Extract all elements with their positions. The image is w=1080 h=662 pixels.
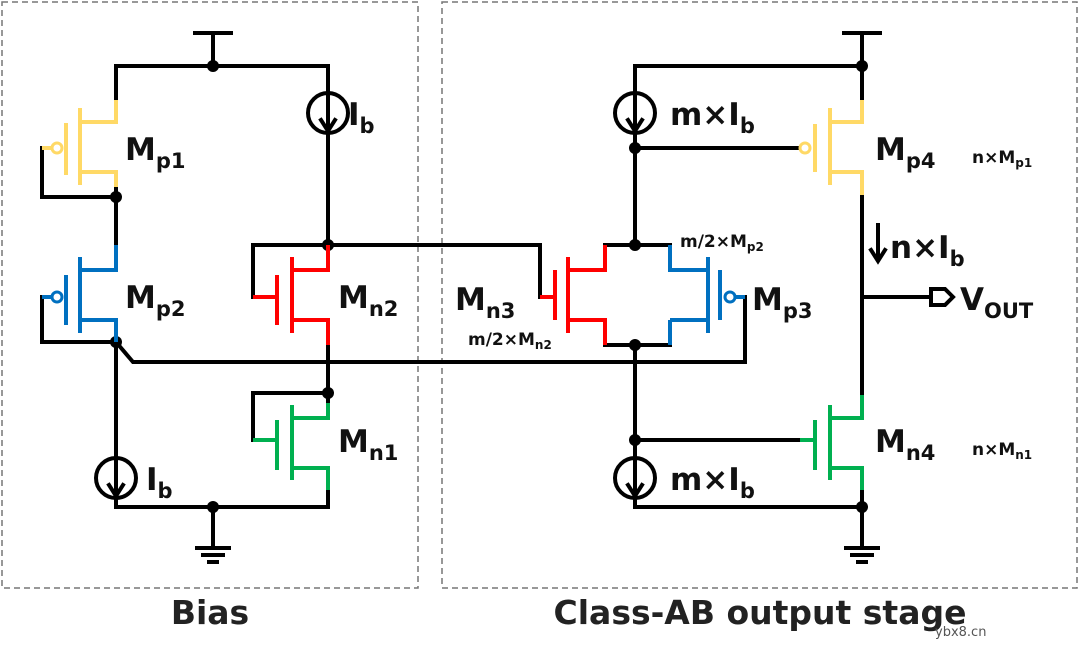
label-mp4-size: n×Mp1 bbox=[972, 148, 1032, 170]
transistor-mn4 bbox=[800, 395, 864, 490]
label-nib: n×Ib bbox=[890, 230, 965, 271]
label-mp2: Mp2 bbox=[125, 280, 186, 321]
transistor-mn3 bbox=[540, 245, 607, 345]
bias-box bbox=[1, 1, 419, 589]
label-mib-top: m×Ib bbox=[670, 97, 755, 138]
label-ib-top: Ib bbox=[348, 97, 375, 138]
bias-wires bbox=[40, 31, 747, 564]
label-mn1: Mn1 bbox=[338, 424, 398, 465]
bubble-icon bbox=[798, 141, 812, 155]
caption-bias: Bias bbox=[171, 593, 249, 632]
current-source-bias-top bbox=[306, 91, 350, 135]
bubble-icon bbox=[50, 290, 64, 304]
current-source-out-bottom bbox=[613, 456, 657, 500]
label-mn4-size: n×Mn1 bbox=[972, 440, 1032, 462]
transistor-mp2 bbox=[42, 245, 118, 342]
output-port-icon bbox=[929, 287, 956, 307]
transistor-mp4 bbox=[798, 100, 864, 195]
label-mp1: Mp1 bbox=[125, 132, 186, 173]
caption-output-stage: Class-AB output stage bbox=[554, 593, 967, 632]
bubble-icon bbox=[50, 141, 64, 155]
output-wires bbox=[603, 31, 932, 564]
bubble-icon bbox=[723, 290, 737, 304]
label-mn3: Mn3 bbox=[455, 282, 515, 323]
transistor-mp1 bbox=[42, 100, 118, 187]
watermark: ybx8.cn bbox=[935, 625, 986, 640]
transistor-mp3 bbox=[668, 245, 745, 345]
label-mp4: Mp4 bbox=[875, 132, 936, 173]
transistor-mn2 bbox=[253, 245, 330, 345]
label-mib-bottom: m×Ib bbox=[670, 462, 755, 503]
label-mn3-size: m/2×Mn2 bbox=[468, 330, 552, 352]
label-mn2: Mn2 bbox=[338, 280, 398, 321]
label-mp3: Mp3 bbox=[752, 282, 813, 323]
label-mn4: Mn4 bbox=[875, 424, 935, 465]
label-mp3-size: m/2×Mp2 bbox=[680, 232, 764, 254]
label-vout: VOUT bbox=[960, 282, 1034, 323]
label-ib-bottom: Ib bbox=[146, 462, 173, 503]
current-source-out-top bbox=[613, 91, 657, 135]
transistor-mn1 bbox=[253, 403, 330, 490]
current-source-bias-bottom bbox=[94, 456, 138, 500]
